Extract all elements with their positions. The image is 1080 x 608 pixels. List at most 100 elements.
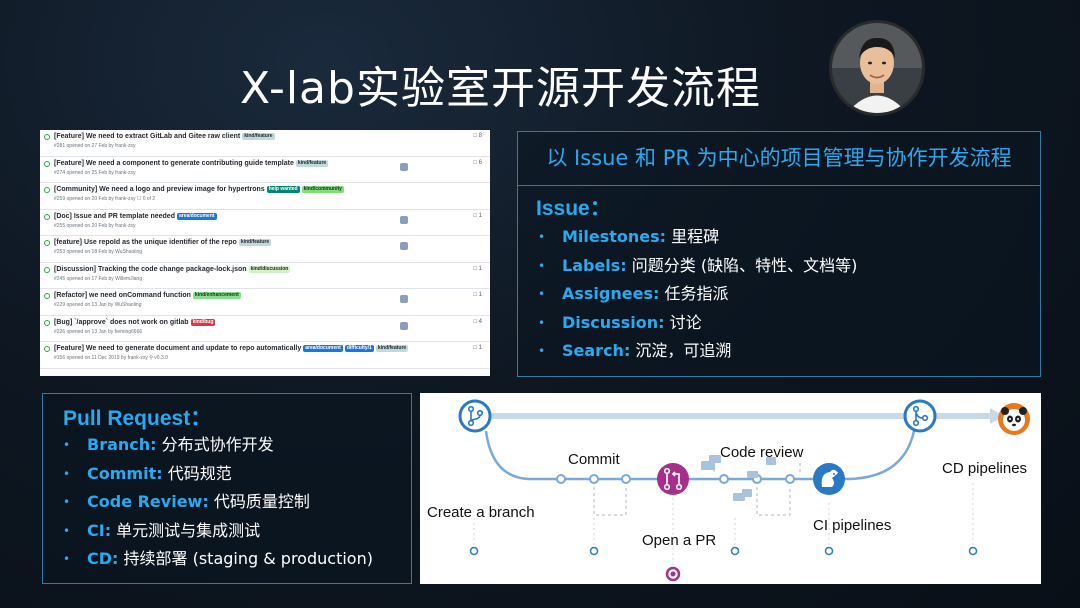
issue-label[interactable]: kind/enhancement (192, 292, 241, 299)
assignee-avatar[interactable] (400, 215, 408, 224)
feature-item: • Assignees: 任务指派 (538, 280, 857, 309)
issue-label[interactable]: kind/feature (242, 133, 275, 140)
open-issue-icon (44, 319, 50, 326)
feature-key: CD: (87, 549, 119, 569)
feature-value: 持续部署 (staging & production) (118, 549, 373, 569)
comment-count[interactable]: □ 1 (473, 265, 482, 272)
bullet-icon: • (538, 344, 546, 359)
issue-meta: #255 opened on 20 Feb by frank-zsy (54, 222, 136, 229)
issue-row[interactable]: [Feature] We need to generate document a… (40, 342, 490, 369)
open-issue-icon (44, 240, 50, 246)
bullet-icon: • (538, 287, 546, 302)
comment-icons (701, 455, 776, 501)
open-issue-icon (44, 187, 50, 193)
open-issue-icon (44, 293, 50, 299)
bullet-icon: • (63, 552, 71, 567)
feature-item: •Branch: 分布式协作开发 (63, 431, 373, 460)
comment-count[interactable]: □ 4 (473, 318, 482, 325)
issue-meta: #156 opened on 11 Dec 2019 by frank-zsy … (54, 355, 168, 361)
pr-panel-subtitle: Pull Request： (63, 407, 212, 430)
issue-panel-subtitle: Issue： (536, 197, 611, 220)
feature-value: 沉淀，可追溯 (630, 341, 732, 361)
comment-count[interactable]: □ 1 (473, 212, 482, 219)
issue-label[interactable]: kind/feature (295, 159, 329, 167)
comment-count[interactable]: □ 6 (473, 159, 482, 166)
comment-count[interactable]: □ 1 (473, 345, 482, 351)
feature-item: •CI: 单元测试与集成测试 (63, 517, 373, 546)
panda-icon (998, 403, 1030, 435)
issue-panel: 以 Issue 和 PR 为中心的项目管理与协作开发流程 Issue： •Mil… (517, 131, 1041, 377)
issue-row[interactable]: [Feature] We need a component to generat… (40, 157, 490, 183)
issue-title[interactable]: [Community] We need a logo and preview i… (54, 186, 344, 193)
presenter-photo (832, 23, 922, 113)
issue-label[interactable]: kind/bug (190, 318, 216, 326)
bullet-icon: • (63, 523, 71, 538)
feature-item: •Milestones: 里程碑 (538, 223, 857, 252)
branch-icon (458, 399, 492, 433)
assignee-avatar[interactable] (400, 242, 408, 250)
page-title: X-lab实验室开源开发流程 (240, 63, 761, 114)
label-cd-pipelines: CD pipelines (942, 460, 1027, 477)
flow-diagram: Commit Code review Create a branch Open … (420, 393, 1041, 584)
feature-value: 讨论 (664, 312, 702, 332)
branch-line (484, 430, 916, 481)
feature-key: Labels: (562, 255, 627, 275)
open-issue-icon (44, 160, 50, 167)
comment-count[interactable]: □ 1 (473, 292, 482, 298)
feature-key: Assignees: (562, 284, 660, 304)
issue-title[interactable]: [feature] Use repoId as the unique ident… (54, 239, 272, 246)
issue-label[interactable]: help wanted (266, 186, 300, 193)
comment-count[interactable]: □ 8 (473, 133, 482, 139)
feature-value: 里程碑 (666, 227, 720, 246)
issue-row[interactable]: [Bug] `/approve` does not work on gitlab… (40, 316, 490, 342)
feature-value: 问题分类 (缺陷、特性、文档等) (626, 255, 858, 275)
assignee-avatar[interactable] (400, 295, 408, 303)
issue-feature-list: •Milestones: 里程碑•Labels: 问题分类 (缺陷、特性、文档等… (538, 223, 858, 366)
open-issue-icon (44, 213, 50, 220)
feature-value: 分布式协作开发 (156, 435, 274, 454)
feature-key: Search: (562, 341, 631, 361)
label-ci-pipelines: CI pipelines (813, 517, 891, 534)
feature-item: •Code Review: 代码质量控制 (63, 488, 373, 517)
issue-row[interactable]: [Community] We need a logo and preview i… (40, 183, 490, 210)
bullet-icon: • (538, 230, 546, 244)
feature-value: 单元测试与集成测试 (111, 520, 261, 540)
feature-item: • Search: 沉淀，可追溯 (538, 337, 857, 366)
label-open-pr: Open a PR (642, 532, 716, 549)
merge-icon (903, 399, 937, 433)
issue-label[interactable]: kind/discussion (248, 265, 291, 273)
pull-request-icon (657, 463, 689, 495)
issue-row[interactable]: [Discussion] Tracking the code change pa… (40, 263, 490, 289)
issue-title[interactable]: [Feature] We need to extract GitLab and … (54, 133, 275, 140)
issue-row[interactable]: [Feature] We need to extract GitLab and … (40, 130, 490, 157)
issue-label[interactable]: kind/feature (238, 239, 272, 246)
assignee-avatar[interactable] (400, 321, 408, 330)
pr-feature-list: •Branch: 分布式协作开发•Commit: 代码规范•Code Revie… (63, 431, 373, 574)
issue-title[interactable]: [Feature] We need a component to generat… (54, 159, 329, 167)
issue-label[interactable]: kind/community (301, 186, 344, 193)
pr-panel: Pull Request： •Branch: 分布式协作开发•Commit: 代… (42, 393, 412, 584)
issue-label[interactable]: area/document (303, 345, 343, 352)
issue-label[interactable]: kind/feature (375, 345, 409, 352)
squirrel-icon (813, 463, 845, 495)
arrow-head-icon (990, 408, 1004, 424)
issue-label[interactable]: area/document (176, 212, 217, 220)
issue-label[interactable]: difficulty/1 (344, 345, 374, 352)
feature-item: • CD: 持续部署 (staging & production) (63, 545, 373, 574)
issue-title[interactable]: [Feature] We need to generate document a… (54, 345, 409, 352)
issue-meta: #259 opened on 20 Feb by frank-zsy ☐ 0 o… (54, 196, 156, 202)
feature-value: 代码规范 (162, 463, 232, 483)
issue-title[interactable]: [Discussion] Tracking the code change pa… (54, 265, 291, 273)
issue-title[interactable]: [Bug] `/approve` does not work on gitlab… (54, 318, 216, 326)
label-commit: Commit (568, 451, 620, 468)
feature-value: 任务指派 (659, 284, 729, 304)
issue-row[interactable]: [feature] Use repoId as the unique ident… (40, 236, 490, 263)
assignee-avatar[interactable] (400, 162, 408, 171)
issue-list: [Feature] We need to extract GitLab and … (40, 130, 490, 376)
label-code-review: Code review (720, 444, 804, 461)
